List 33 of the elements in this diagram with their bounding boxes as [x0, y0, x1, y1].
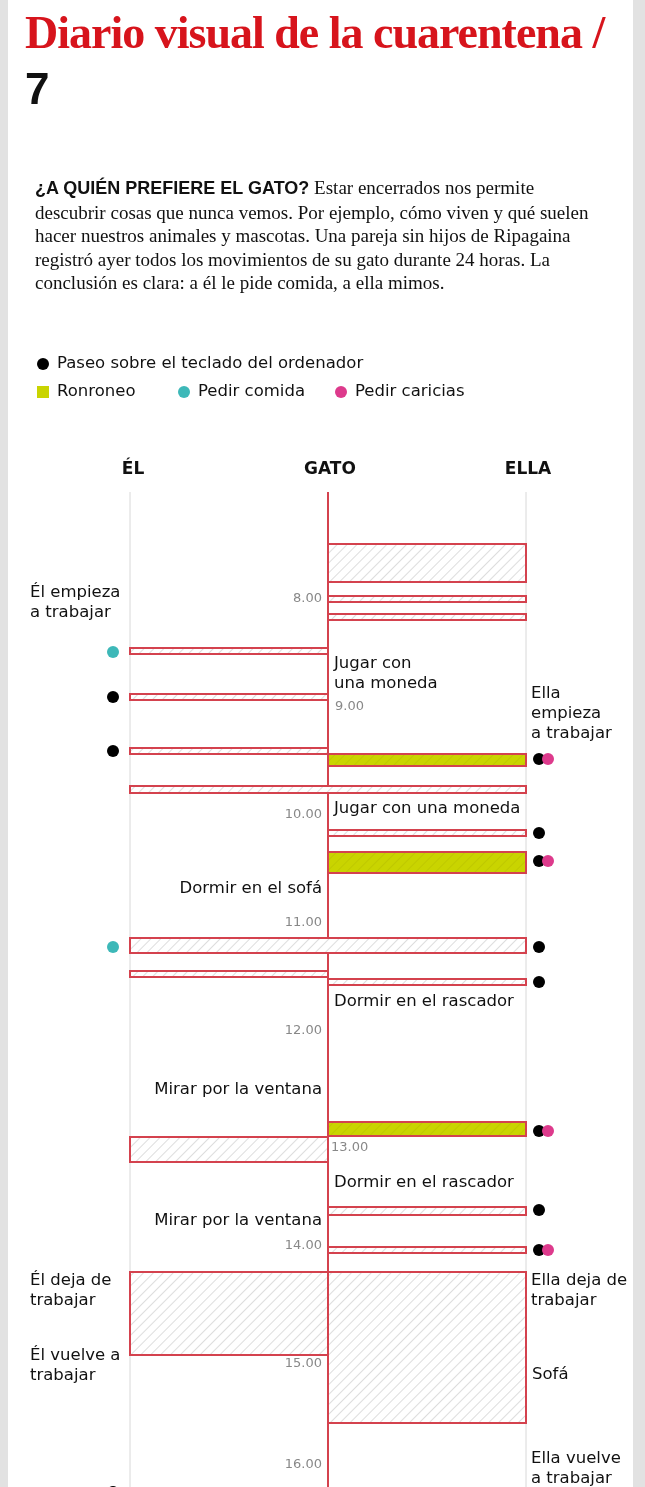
time-label: 11.00 [283, 914, 322, 930]
annotation: Él deja de trabajar [30, 1270, 113, 1310]
legend-label: Ronroneo [57, 381, 136, 400]
activity-label: Jugar con una moneda [334, 653, 439, 693]
issue-number: 7 [25, 64, 50, 113]
column-header: ELLA [503, 458, 553, 478]
time-label: 14.00 [283, 1237, 322, 1253]
legend-label: Pedir caricias [355, 381, 465, 400]
activity-label: Mirar por la ventana [153, 1210, 322, 1230]
annotation: Él empieza a trabajar [30, 582, 122, 622]
annotation: Él vuelve a trabajar [30, 1345, 122, 1385]
activity-label: Sofá [532, 1364, 570, 1384]
time-label: 15.00 [283, 1355, 322, 1371]
annotation: Ella empieza a trabajar [531, 683, 613, 743]
time-label: 9.00 [335, 698, 365, 714]
time-label: 10.00 [283, 806, 322, 822]
activity-label: Jugar con una moneda [334, 798, 522, 818]
time-label: 12.00 [283, 1022, 322, 1038]
legend-label: Pedir comida [198, 381, 305, 400]
annotation: Ella deja de trabajar [531, 1270, 629, 1310]
annotation: Ella vuelve a trabajar [531, 1448, 622, 1487]
intro-paragraph: ¿A QUIÉN PREFIERE EL GATO? Estar encerrados nos permite descubrir cosas que nunca vemos. Por ejemplo, cómo viven y qué suelen hacer nuestros animales y mascotas. Una pareja sin hijos de Ripagaina registró ayer todos los movimientos de su gato durante 24 horas. La conclusión es clara: a él le pide comida, a ella mimos. [35, 176, 590, 295]
time-label: 16.00 [283, 1456, 322, 1472]
activity-label: Dormir en el rascador [334, 1172, 515, 1192]
time-label: 8.00 [292, 590, 322, 606]
column-header: GATO [303, 458, 357, 478]
time-label: 13.00 [331, 1139, 370, 1155]
activity-label: Dormir en el sofá [178, 878, 322, 898]
title: Diario visual de la cuarentena / [25, 7, 605, 58]
legend-label: Paseo sobre el teclado del ordenador [57, 353, 364, 372]
activity-label: Dormir en el rascador [334, 991, 515, 1011]
column-header: ÉL [120, 458, 146, 478]
activity-label: Mirar por la ventana [153, 1079, 322, 1099]
